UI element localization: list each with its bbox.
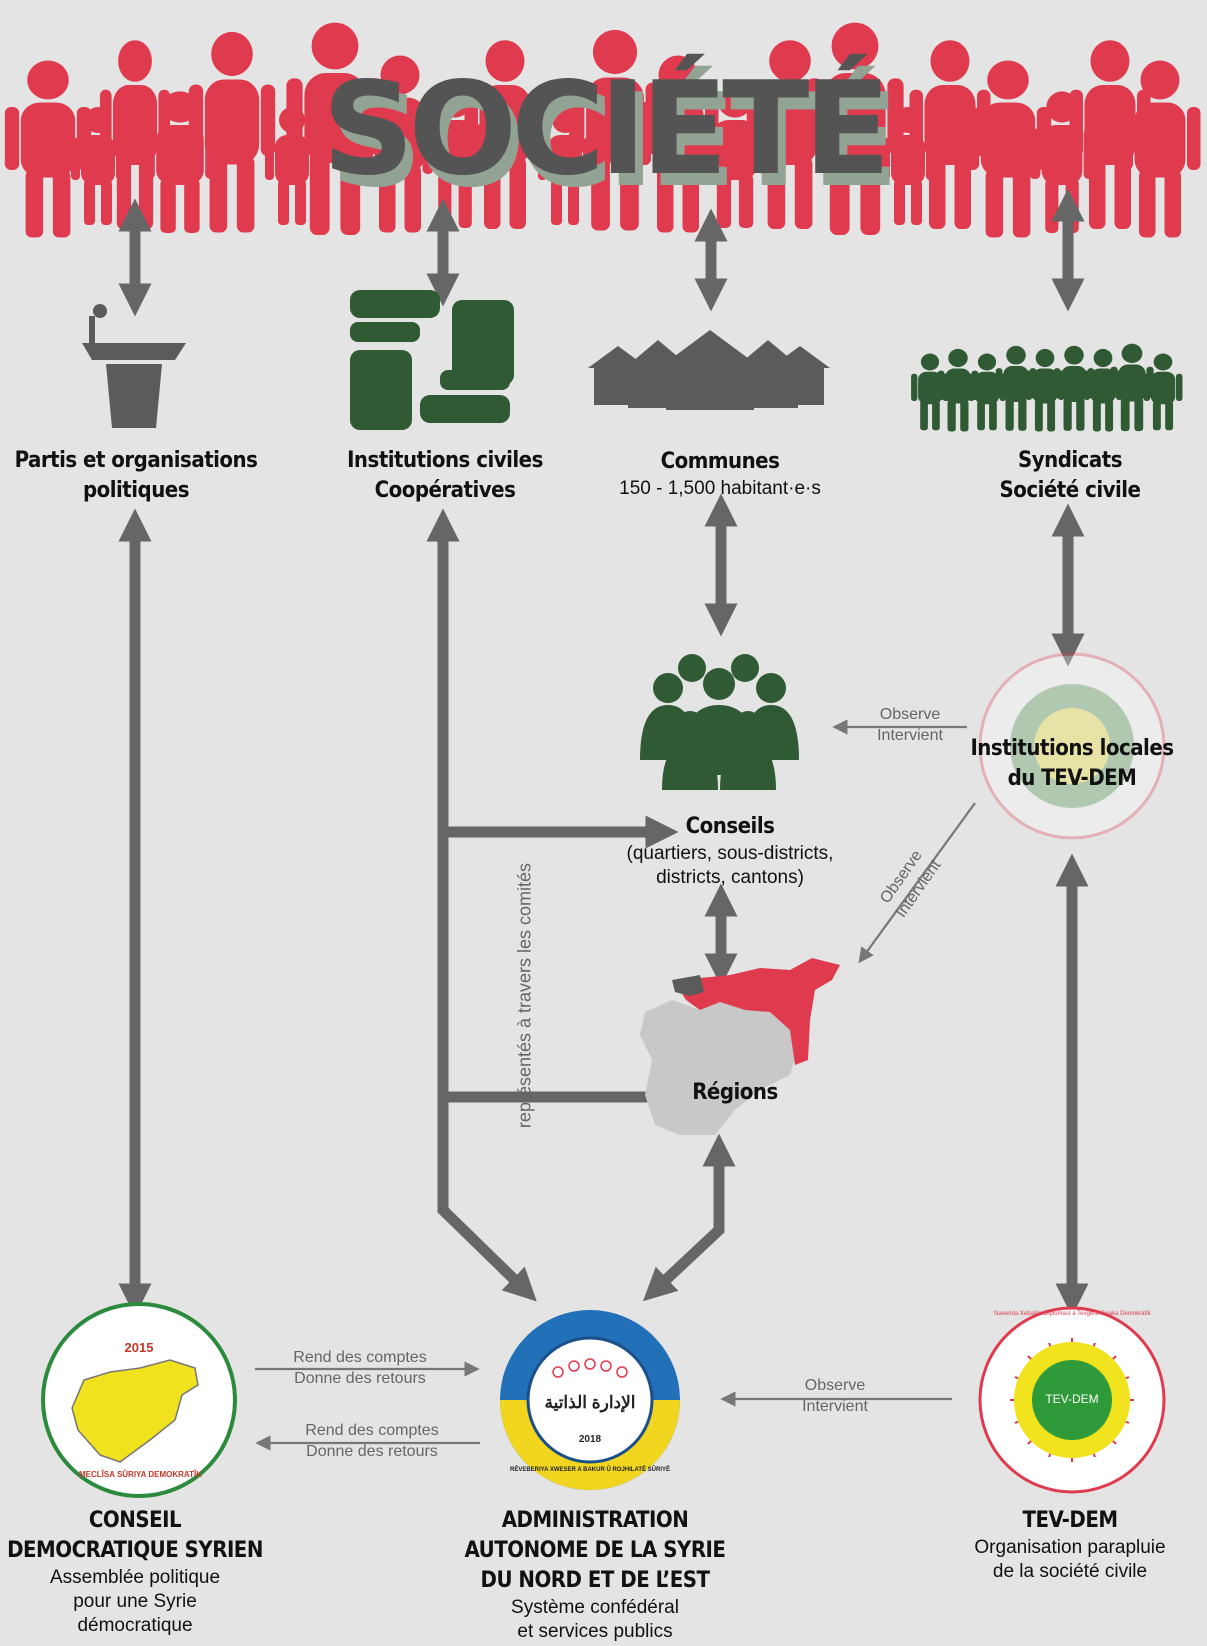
communes-title: Communes — [660, 449, 780, 474]
tevdem-desc-line1: Organisation parapluie — [974, 1537, 1166, 1558]
aanes-title-line2: AUTONOME DE LA SYRIE — [464, 1538, 726, 1563]
institutions-locales-line1: Institutions locales — [970, 736, 1174, 761]
institutions-locales-label: Institutions locales du TEV-DEM — [950, 734, 1194, 794]
tevdem-logo-ring-text: Navenda Xebatên Diplomasî a Tevgera Civa… — [994, 1311, 1151, 1317]
edge-rend-text: Rend des comptes — [293, 1349, 427, 1366]
aanes-desc-line2: et services publics — [517, 1621, 673, 1642]
conseils-line2: districts, cantons) — [656, 867, 804, 888]
cooperation-hands-icon — [350, 290, 514, 430]
aanes-label: ADMINISTRATION AUTONOME DE LA SYRIE DU N… — [455, 1506, 735, 1644]
aanes-logo-ring-text: RÊVEBERIYA XWESER A BAKUR Û ROJHILATÊ SÛ… — [509, 1467, 671, 1473]
tevdem-label: TEV-DEM Organisation parapluie de la soc… — [945, 1506, 1195, 1584]
institutions-label: Institutions civiles Coopératives — [330, 446, 560, 506]
partis-label-line1: Partis et organisations — [14, 448, 258, 473]
workers-icon — [911, 343, 1183, 432]
aanes-desc-line1: Système confédéral — [511, 1597, 679, 1618]
institutions-label-line2: Coopératives — [374, 478, 516, 503]
partis-label: Partis et organisations politiques — [5, 446, 267, 506]
regions-label: Régions — [692, 1080, 778, 1105]
page-title: SOCIÉTÉ — [322, 55, 891, 204]
aanes-logo — [500, 1310, 680, 1490]
institutions-locales-line2: du TEV-DEM — [1007, 766, 1137, 791]
council-group-icon — [640, 654, 799, 790]
syndicats-label-line2: Société civile — [999, 478, 1141, 503]
tevdem-watermark-logo — [978, 652, 1166, 840]
syndicats-label-line1: Syndicats — [1017, 448, 1123, 473]
represented-label: représentés à travers les comités — [514, 862, 535, 1129]
tevdem-desc-line2: de la société civile — [992, 1561, 1148, 1582]
cds-title-line1: CONSEIL — [88, 1508, 182, 1533]
aanes-title-line3: DU NORD ET DE L’EST — [480, 1568, 710, 1593]
edge-rend-comptes-bottom: Rend des comptes Donne des retours — [277, 1420, 467, 1462]
syndicats-label: Syndicats Société civile — [945, 446, 1195, 506]
communes-population: 150 - 1,500 habitant·e·s — [619, 478, 821, 499]
edge-intervient-text: Intervient — [877, 727, 943, 744]
edge-donne-text: Donne des retours — [294, 1370, 426, 1387]
cds-logo-year: 2015 — [124, 1340, 154, 1355]
edge-observe-text: Observe — [879, 706, 941, 723]
aanes-logo-year: 2018 — [578, 1434, 602, 1445]
partis-label-line2: politiques — [82, 478, 190, 503]
aanes-title-line1: ADMINISTRATION — [501, 1508, 689, 1533]
cds-logo — [41, 1302, 237, 1498]
cds-desc-line3: démocratique — [77, 1615, 193, 1636]
institutions-label-line1: Institutions civiles — [347, 448, 543, 473]
small-arrows — [255, 719, 976, 1451]
cds-logo-ring-text: MECLÎSA SÛRIYA DEMOKRATÎK — [79, 1470, 202, 1479]
tevdem-logo-center-text: TEV-DEM — [1045, 1392, 1099, 1406]
houses-icon — [588, 330, 830, 410]
edge-donne-text: Donne des retours — [306, 1443, 438, 1460]
communes-label: Communes 150 - 1,500 habitant·e·s — [590, 447, 850, 501]
conseils-line1: (quartiers, sous-districts, — [626, 843, 834, 864]
tevdem-logo — [978, 1306, 1166, 1494]
conseils-title: Conseils — [685, 814, 775, 839]
cds-desc-line1: Assemblée politique — [49, 1567, 221, 1588]
regions-map-icon — [640, 958, 840, 1135]
edge-intervient-text: Intervient — [802, 1398, 868, 1415]
podium-icon — [82, 304, 186, 428]
aanes-logo-center-text: الإدارة الذاتية — [544, 1393, 636, 1412]
tevdem-title: TEV-DEM — [1022, 1508, 1118, 1533]
connector-arrows — [118, 188, 1089, 1317]
cds-label: CONSEIL DEMOCRATIQUE SYRIEN Assemblée po… — [0, 1506, 270, 1638]
conseils-label: Conseils (quartiers, sous-districts, dis… — [590, 812, 870, 890]
edge-observe-conseils: Observe Intervient — [855, 704, 965, 746]
cds-desc-line2: pour une Syrie — [73, 1591, 197, 1612]
edge-observe-aanes: Observe Intervient — [780, 1375, 890, 1417]
cds-title-line2: DEMOCRATIQUE SYRIEN — [7, 1538, 263, 1563]
edge-rend-comptes-top: Rend des comptes Donne des retours — [265, 1347, 455, 1389]
edge-rend-text: Rend des comptes — [305, 1422, 439, 1439]
edge-observe-text: Observe — [804, 1377, 866, 1394]
